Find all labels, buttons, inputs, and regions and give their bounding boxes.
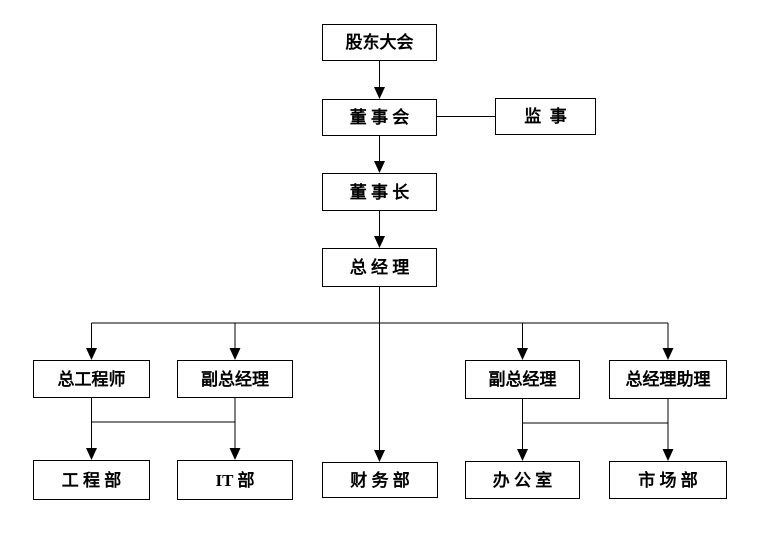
node-chief-engineer: 总工程师	[33, 360, 150, 398]
node-supervisor: 监 事	[495, 98, 596, 135]
node-board-of-directors: 董 事 会	[322, 99, 437, 136]
arrowheads	[86, 87, 674, 462]
node-general-manager: 总 经 理	[322, 248, 437, 287]
node-finance-dept: 财 务 部	[322, 462, 438, 498]
node-chairman: 董 事 长	[322, 173, 437, 211]
node-deputy-gm-left: 副总经理	[177, 360, 293, 398]
node-deputy-gm-right: 副总经理	[465, 360, 580, 399]
node-shareholders-meeting: 股东大会	[322, 24, 437, 61]
node-it-dept: IT 部	[177, 460, 293, 500]
node-engineering-dept: 工 程 部	[33, 460, 150, 500]
node-marketing-dept: 市 场 部	[609, 461, 727, 499]
node-office: 办 公 室	[465, 461, 580, 499]
node-gm-assistant: 总经理助理	[609, 360, 727, 399]
